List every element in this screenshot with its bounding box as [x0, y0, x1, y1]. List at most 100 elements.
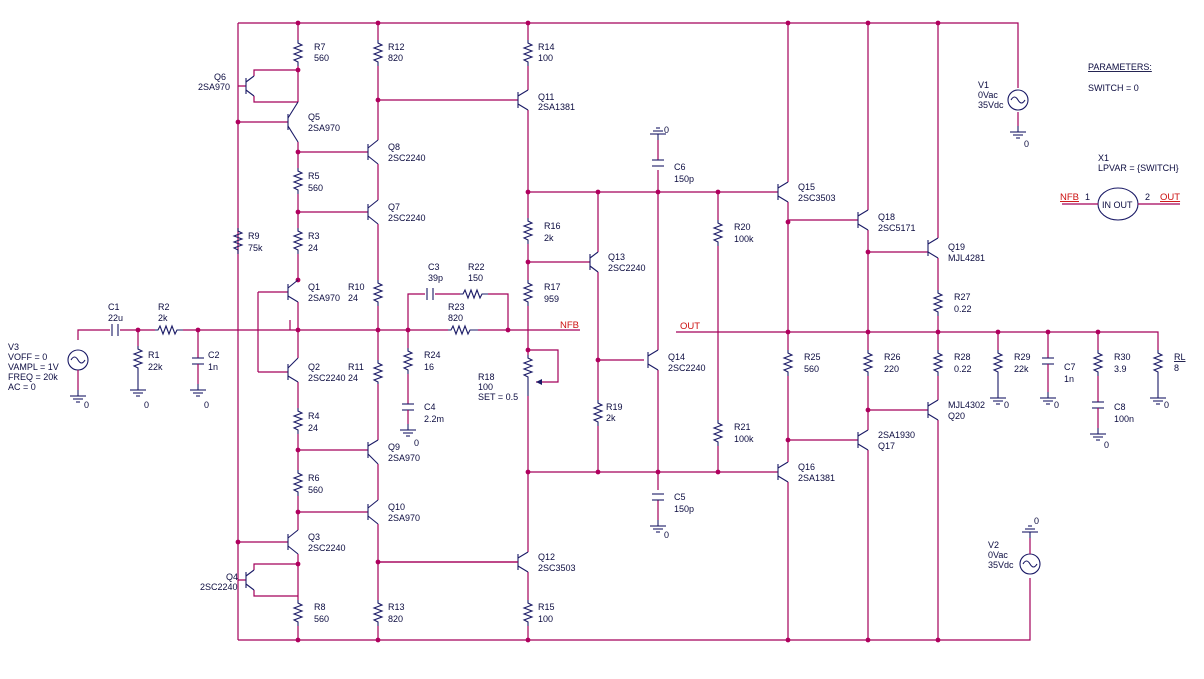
parameters-switch: SWITCH = 0 [1088, 83, 1139, 93]
c5-value: 150p [674, 504, 694, 514]
r13-value: 820 [388, 614, 403, 624]
gnd-label: 0 [1054, 400, 1059, 410]
q10-model: 2SA970 [388, 513, 420, 523]
x1-param: LPVAR = {SWITCH} [1098, 163, 1179, 173]
q14-model: 2SC2240 [668, 363, 706, 373]
v3-freq: FREQ = 20k [8, 372, 58, 382]
gnd-label: 0 [1024, 139, 1029, 149]
v2-name: V2 [988, 540, 999, 550]
gnd-label: 0 [1104, 440, 1109, 450]
x1-body: IN OUT [1102, 200, 1133, 210]
x1-out-net: OUT [1160, 192, 1180, 203]
q20-model: MJL4302 [948, 400, 985, 410]
r16-value: 2k [544, 233, 554, 243]
q15-model: 2SC3503 [798, 193, 836, 203]
q11-model: 2SA1381 [538, 102, 575, 112]
q4-model: 2SC2240 [200, 582, 238, 592]
r21-name: R21 [734, 422, 751, 432]
q13-name: Q13 [608, 252, 625, 262]
c3-value: 39p [428, 273, 443, 283]
q16-name: Q16 [798, 462, 815, 472]
r8-value: 560 [314, 614, 329, 624]
r27-value: 0.22 [954, 304, 972, 314]
q19-name: Q19 [948, 242, 965, 252]
r15-name: R15 [538, 602, 555, 612]
rl-label: RL [1174, 352, 1186, 362]
r8-name: R8 [314, 602, 326, 612]
q19-model: MJL4281 [948, 253, 985, 263]
gnd-label: 0 [144, 400, 149, 410]
q3-name: Q3 [308, 532, 320, 542]
gnd-label: 0 [84, 400, 89, 410]
r17-name: R17 [544, 282, 561, 292]
r29-value: 22k [1014, 364, 1029, 374]
r25-value: 560 [804, 364, 819, 374]
r26-name: R26 [884, 352, 901, 362]
q1-model: 2SA970 [308, 293, 340, 303]
q2-model: 2SC2240 [308, 373, 346, 383]
c8-name: C8 [1114, 402, 1126, 412]
r10-name: R10 [348, 282, 365, 292]
r19-value: 2k [606, 413, 616, 423]
c2-value: 1n [208, 362, 218, 372]
c6-name: C6 [674, 162, 686, 172]
v3-ac: AC = 0 [8, 382, 36, 392]
x1-pin2: 2 [1145, 192, 1150, 202]
q3-model: 2SC2240 [308, 543, 346, 553]
r21-value: 100k [734, 434, 754, 444]
c6-value: 150p [674, 174, 694, 184]
transistor-symbols [245, 75, 939, 591]
r10-value: 24 [348, 293, 358, 303]
q5-model: 2SA970 [308, 123, 340, 133]
q16-model: 2SA1381 [798, 473, 835, 483]
r9-name: R9 [248, 231, 260, 241]
q6-model: 2SA970 [198, 82, 230, 92]
parameters-title: PARAMETERS: [1088, 62, 1152, 72]
r26-value: 220 [884, 364, 899, 374]
gnd-label: 0 [204, 400, 209, 410]
r5-name: R5 [308, 171, 320, 181]
r18-value: 100 [478, 382, 493, 392]
r12-value: 820 [388, 53, 403, 63]
q2-name: Q2 [308, 362, 320, 372]
q18-model: 2SC5171 [878, 223, 916, 233]
c8-value: 100n [1114, 414, 1134, 424]
wires [77, 22, 1159, 641]
v1-name: V1 [978, 80, 989, 90]
q7-name: Q7 [388, 202, 400, 212]
q14-name: Q14 [668, 352, 685, 362]
c3-name: C3 [428, 262, 440, 272]
r14-value: 100 [538, 53, 553, 63]
r25-name: R25 [804, 352, 821, 362]
gnd-label: 0 [1034, 516, 1039, 526]
gnd-label: 0 [1004, 400, 1009, 410]
gnd-label: 0 [1164, 400, 1169, 410]
resistor-symbols [132, 40, 1164, 626]
r9-value: 75k [248, 243, 263, 253]
capacitor-symbols [111, 159, 1104, 501]
r7-value: 560 [314, 53, 329, 63]
q9-model: 2SA970 [388, 453, 420, 463]
r29-name: R29 [1014, 352, 1031, 362]
c2-name: C2 [208, 350, 220, 360]
q15-name: Q15 [798, 182, 815, 192]
r28-name: R28 [954, 352, 971, 362]
q8-name: Q8 [388, 142, 400, 152]
net-out: OUT [680, 321, 700, 332]
r30-name: R30 [1114, 352, 1131, 362]
r6-value: 560 [308, 485, 323, 495]
r12-name: R12 [388, 42, 405, 52]
c1-name: C1 [108, 302, 120, 312]
r24-value: 16 [424, 362, 434, 372]
r24-name: R24 [424, 350, 441, 360]
r28-value: 0.22 [954, 364, 972, 374]
r22-name: R22 [468, 262, 485, 272]
r3-name: R3 [308, 231, 320, 241]
r15-value: 100 [538, 614, 553, 624]
voltage-sources [67, 89, 1041, 575]
r30-value: 3.9 [1114, 364, 1127, 374]
component-labels: PARAMETERS: SWITCH = 0 X1 LPVAR = {SWITC… [8, 42, 1186, 624]
q11-name: Q11 [538, 92, 554, 102]
gnd-label: 0 [414, 438, 419, 448]
